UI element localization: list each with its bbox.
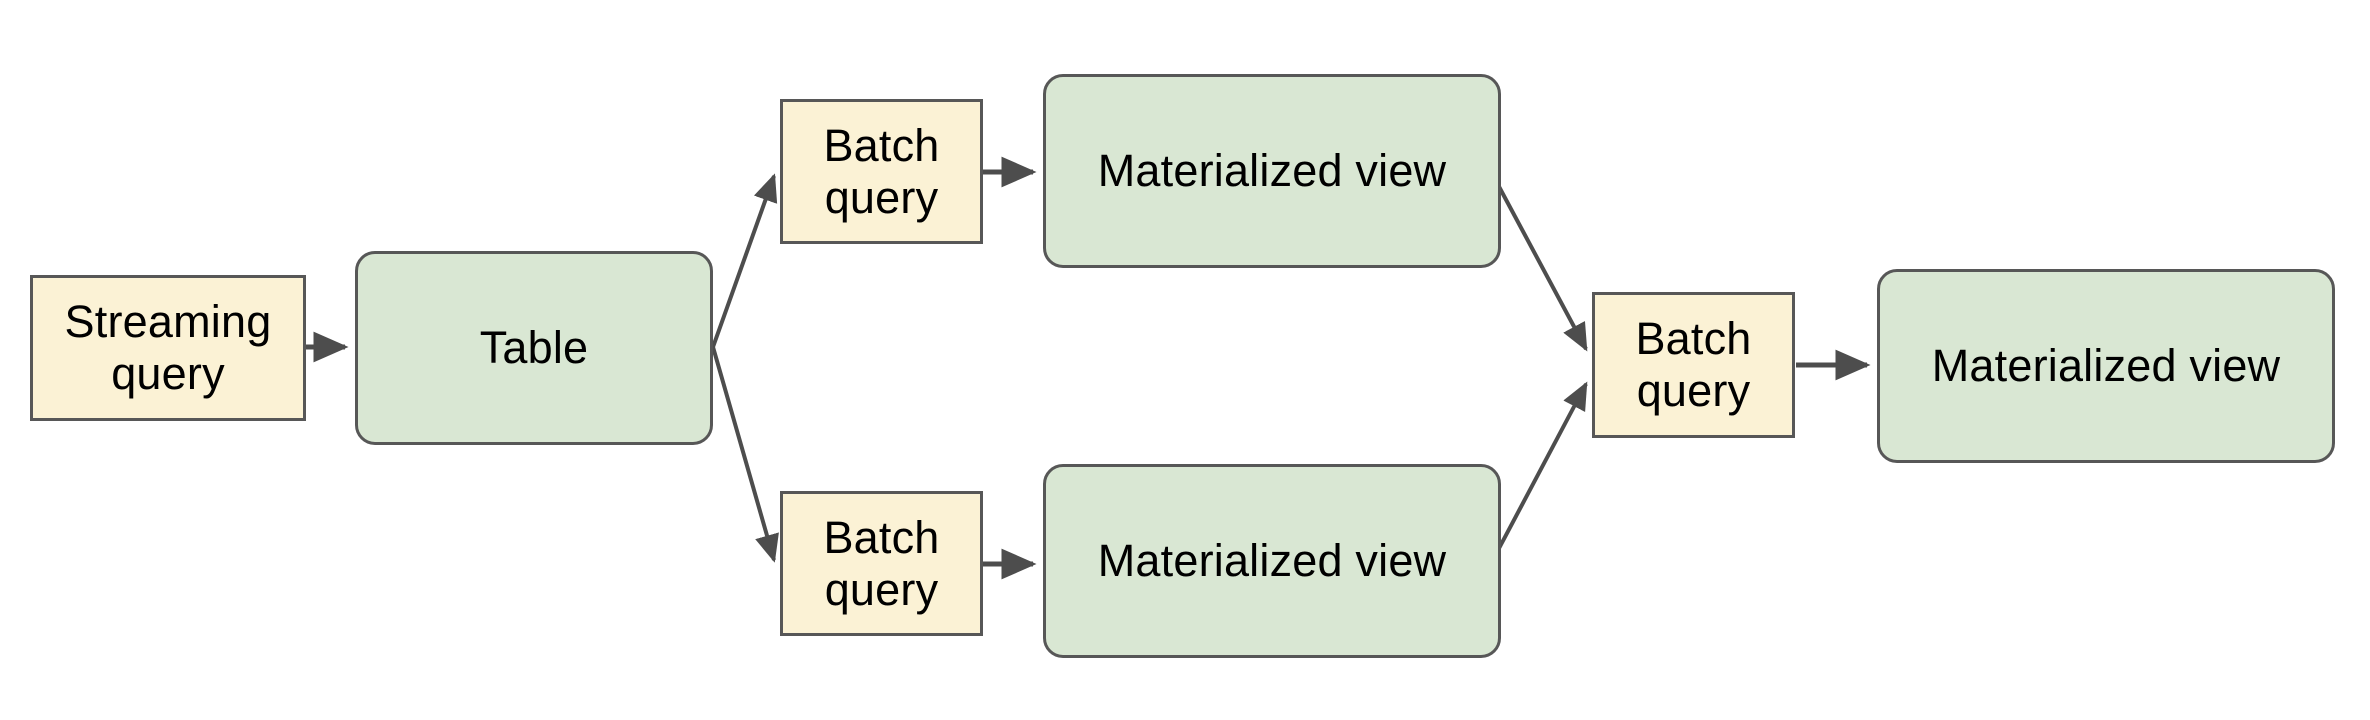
node-batch-query-join[interactable]: Batch query	[1592, 292, 1795, 438]
node-table-label: Table	[479, 322, 589, 374]
node-materialized-view-top[interactable]: Materialized view	[1043, 74, 1501, 268]
node-materialized-view-final[interactable]: Materialized view	[1877, 269, 2335, 463]
edge-materialized-view-bottom-to-batch-query-join	[1494, 381, 1588, 555]
node-materialized-view-final-label: Materialized view	[1931, 340, 2281, 392]
node-streaming-query[interactable]: Streaming query	[30, 275, 306, 421]
node-materialized-view-bottom-label: Materialized view	[1097, 535, 1447, 587]
node-streaming-query-label: Streaming query	[64, 296, 272, 399]
node-table[interactable]: Table	[355, 251, 713, 445]
node-batch-query-bottom-label: Batch query	[823, 511, 940, 615]
edge-table-to-batch-query-bottom	[711, 346, 779, 563]
edge-table-to-batch-query-top	[711, 173, 778, 348]
node-batch-query-bottom[interactable]: Batch query	[780, 491, 983, 636]
node-batch-query-top-label: Batch query	[823, 119, 940, 223]
node-batch-query-join-label: Batch query	[1635, 313, 1752, 416]
node-materialized-view-bottom[interactable]: Materialized view	[1043, 464, 1501, 658]
edge-materialized-view-top-to-batch-query-join	[1494, 180, 1588, 352]
node-materialized-view-top-label: Materialized view	[1097, 145, 1447, 197]
node-batch-query-top[interactable]: Batch query	[780, 99, 983, 244]
